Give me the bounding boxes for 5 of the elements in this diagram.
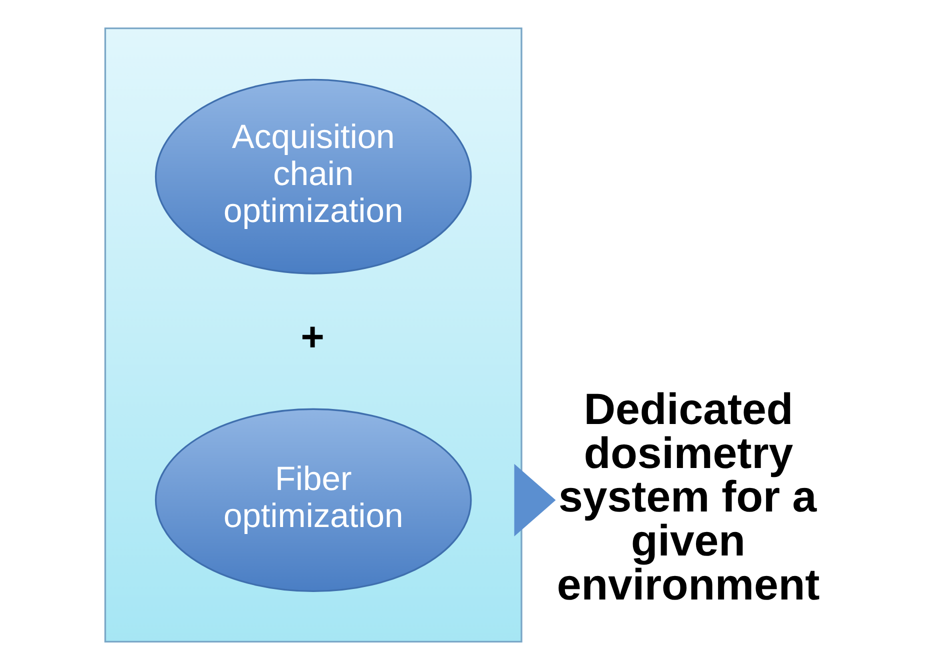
arrow [514,464,556,536]
node-ellipse: Acquisition chain optimization [154,78,472,274]
node-text: Dedicated dosimetry system for a given environment [556,384,820,610]
node-ellipse: Fiber optimization [154,408,472,592]
label: + [300,314,324,360]
